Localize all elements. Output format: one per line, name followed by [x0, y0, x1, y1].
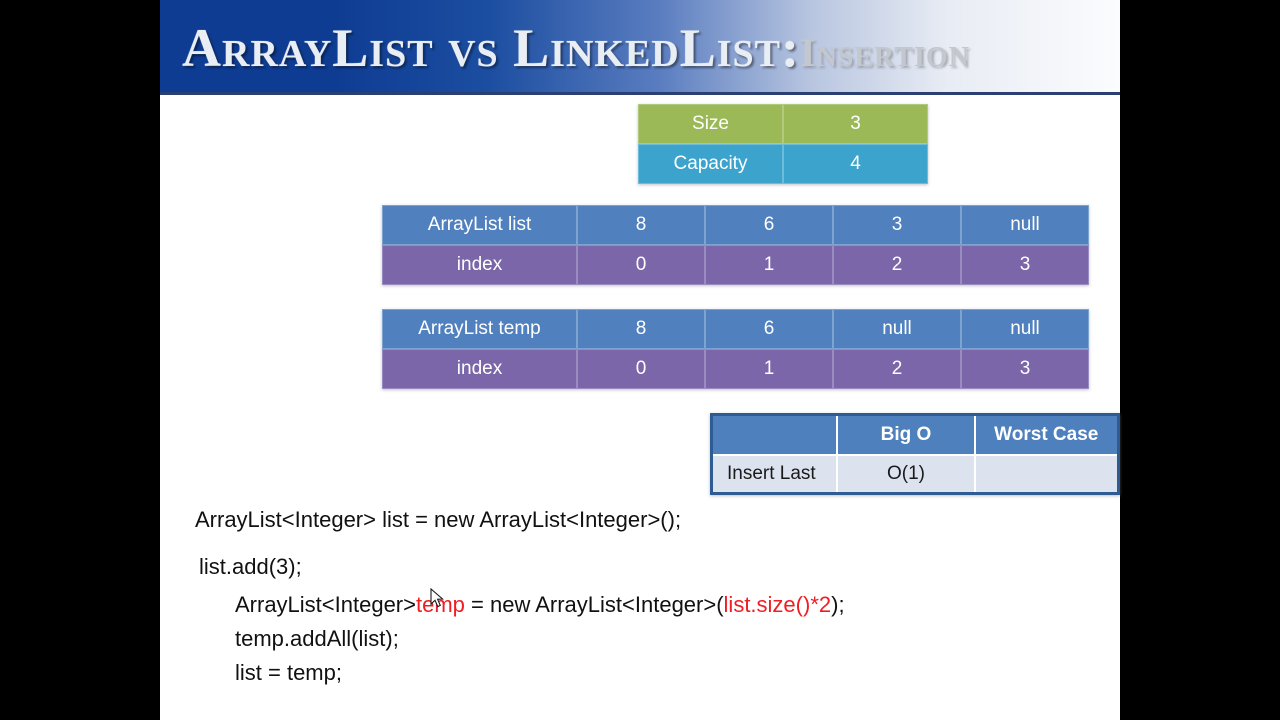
complexity-worst-case-value — [975, 454, 1117, 492]
table-row: index 0 1 2 3 — [382, 245, 1089, 285]
code-line-4: temp.addAll(list); — [235, 626, 399, 651]
temp-index-3: 3 — [961, 349, 1089, 389]
list-index-label: index — [382, 245, 577, 285]
code-line-3-capacity-expression: list.size()*2 — [723, 592, 832, 617]
complexity-header-big-o: Big O — [838, 416, 976, 454]
arraylist-list-label: ArrayList list — [382, 205, 577, 245]
list-value-1: 6 — [705, 205, 833, 245]
arraylist-temp-table: ArrayList temp 8 6 null null index 0 1 2… — [382, 309, 1089, 389]
code-line-3-variable: temp — [415, 592, 465, 617]
temp-value-3: null — [961, 309, 1089, 349]
table-row: Insert Last O(1) — [713, 454, 1117, 492]
size-value: 3 — [783, 104, 928, 144]
slide-title-bar: ArrayList vs LinkedList:Insertion — [160, 0, 1120, 95]
arraylist-temp-label: ArrayList temp — [382, 309, 577, 349]
code-line-3: ArrayList<Integer>temp = new ArrayList<I… — [160, 588, 1120, 622]
page-title-main: ArrayList vs LinkedList: — [182, 18, 801, 78]
complexity-header-operation — [713, 416, 839, 454]
temp-index-0: 0 — [577, 349, 705, 389]
temp-value-0: 8 — [577, 309, 705, 349]
capacity-row: Capacity 4 — [638, 144, 928, 184]
complexity-operation-name: Insert Last — [713, 454, 839, 492]
code-line-3-assign: = new ArrayList<Integer>( — [464, 592, 724, 617]
temp-value-1: 6 — [705, 309, 833, 349]
table-row: index 0 1 2 3 — [382, 349, 1089, 389]
complexity-table-header-row: Big O Worst Case — [713, 416, 1117, 454]
arraylist-list-table: ArrayList list 8 6 3 null index 0 1 2 3 — [382, 205, 1089, 285]
size-row: Size 3 — [638, 104, 928, 144]
page-title: ArrayList vs LinkedList:Insertion — [182, 19, 970, 82]
list-value-2: 3 — [833, 205, 961, 245]
slide-content-area: ArrayList vs LinkedList:Insertion Size 3… — [160, 0, 1120, 720]
size-capacity-table: Size 3 Capacity 4 — [638, 104, 928, 184]
list-value-0: 8 — [577, 205, 705, 245]
capacity-value: 4 — [783, 144, 928, 184]
complexity-header-worst-case: Worst Case — [975, 416, 1117, 454]
temp-index-label: index — [382, 349, 577, 389]
list-value-3: null — [961, 205, 1089, 245]
capacity-label: Capacity — [638, 144, 783, 184]
page-title-subtitle: Insertion — [800, 30, 970, 75]
code-line-3-tail: ); — [831, 592, 845, 617]
complexity-table: Big O Worst Case Insert Last O(1) — [710, 413, 1120, 495]
table-row: ArrayList list 8 6 3 null — [382, 205, 1089, 245]
code-line-1: ArrayList<Integer> list = new ArrayList<… — [195, 507, 682, 532]
complexity-big-o-value: O(1) — [838, 454, 976, 492]
code-line-5: list = temp; — [235, 660, 342, 685]
code-line-2: list.add(3); — [199, 554, 302, 579]
temp-index-2: 2 — [833, 349, 961, 389]
list-index-2: 2 — [833, 245, 961, 285]
code-listing: ArrayList<Integer> list = new ArrayList<… — [160, 503, 1120, 690]
list-index-3: 3 — [961, 245, 1089, 285]
size-label: Size — [638, 104, 783, 144]
list-index-1: 1 — [705, 245, 833, 285]
temp-value-2: null — [833, 309, 961, 349]
temp-index-1: 1 — [705, 349, 833, 389]
code-line-3-type: ArrayList<Integer> — [235, 592, 416, 617]
list-index-0: 0 — [577, 245, 705, 285]
table-row: ArrayList temp 8 6 null null — [382, 309, 1089, 349]
